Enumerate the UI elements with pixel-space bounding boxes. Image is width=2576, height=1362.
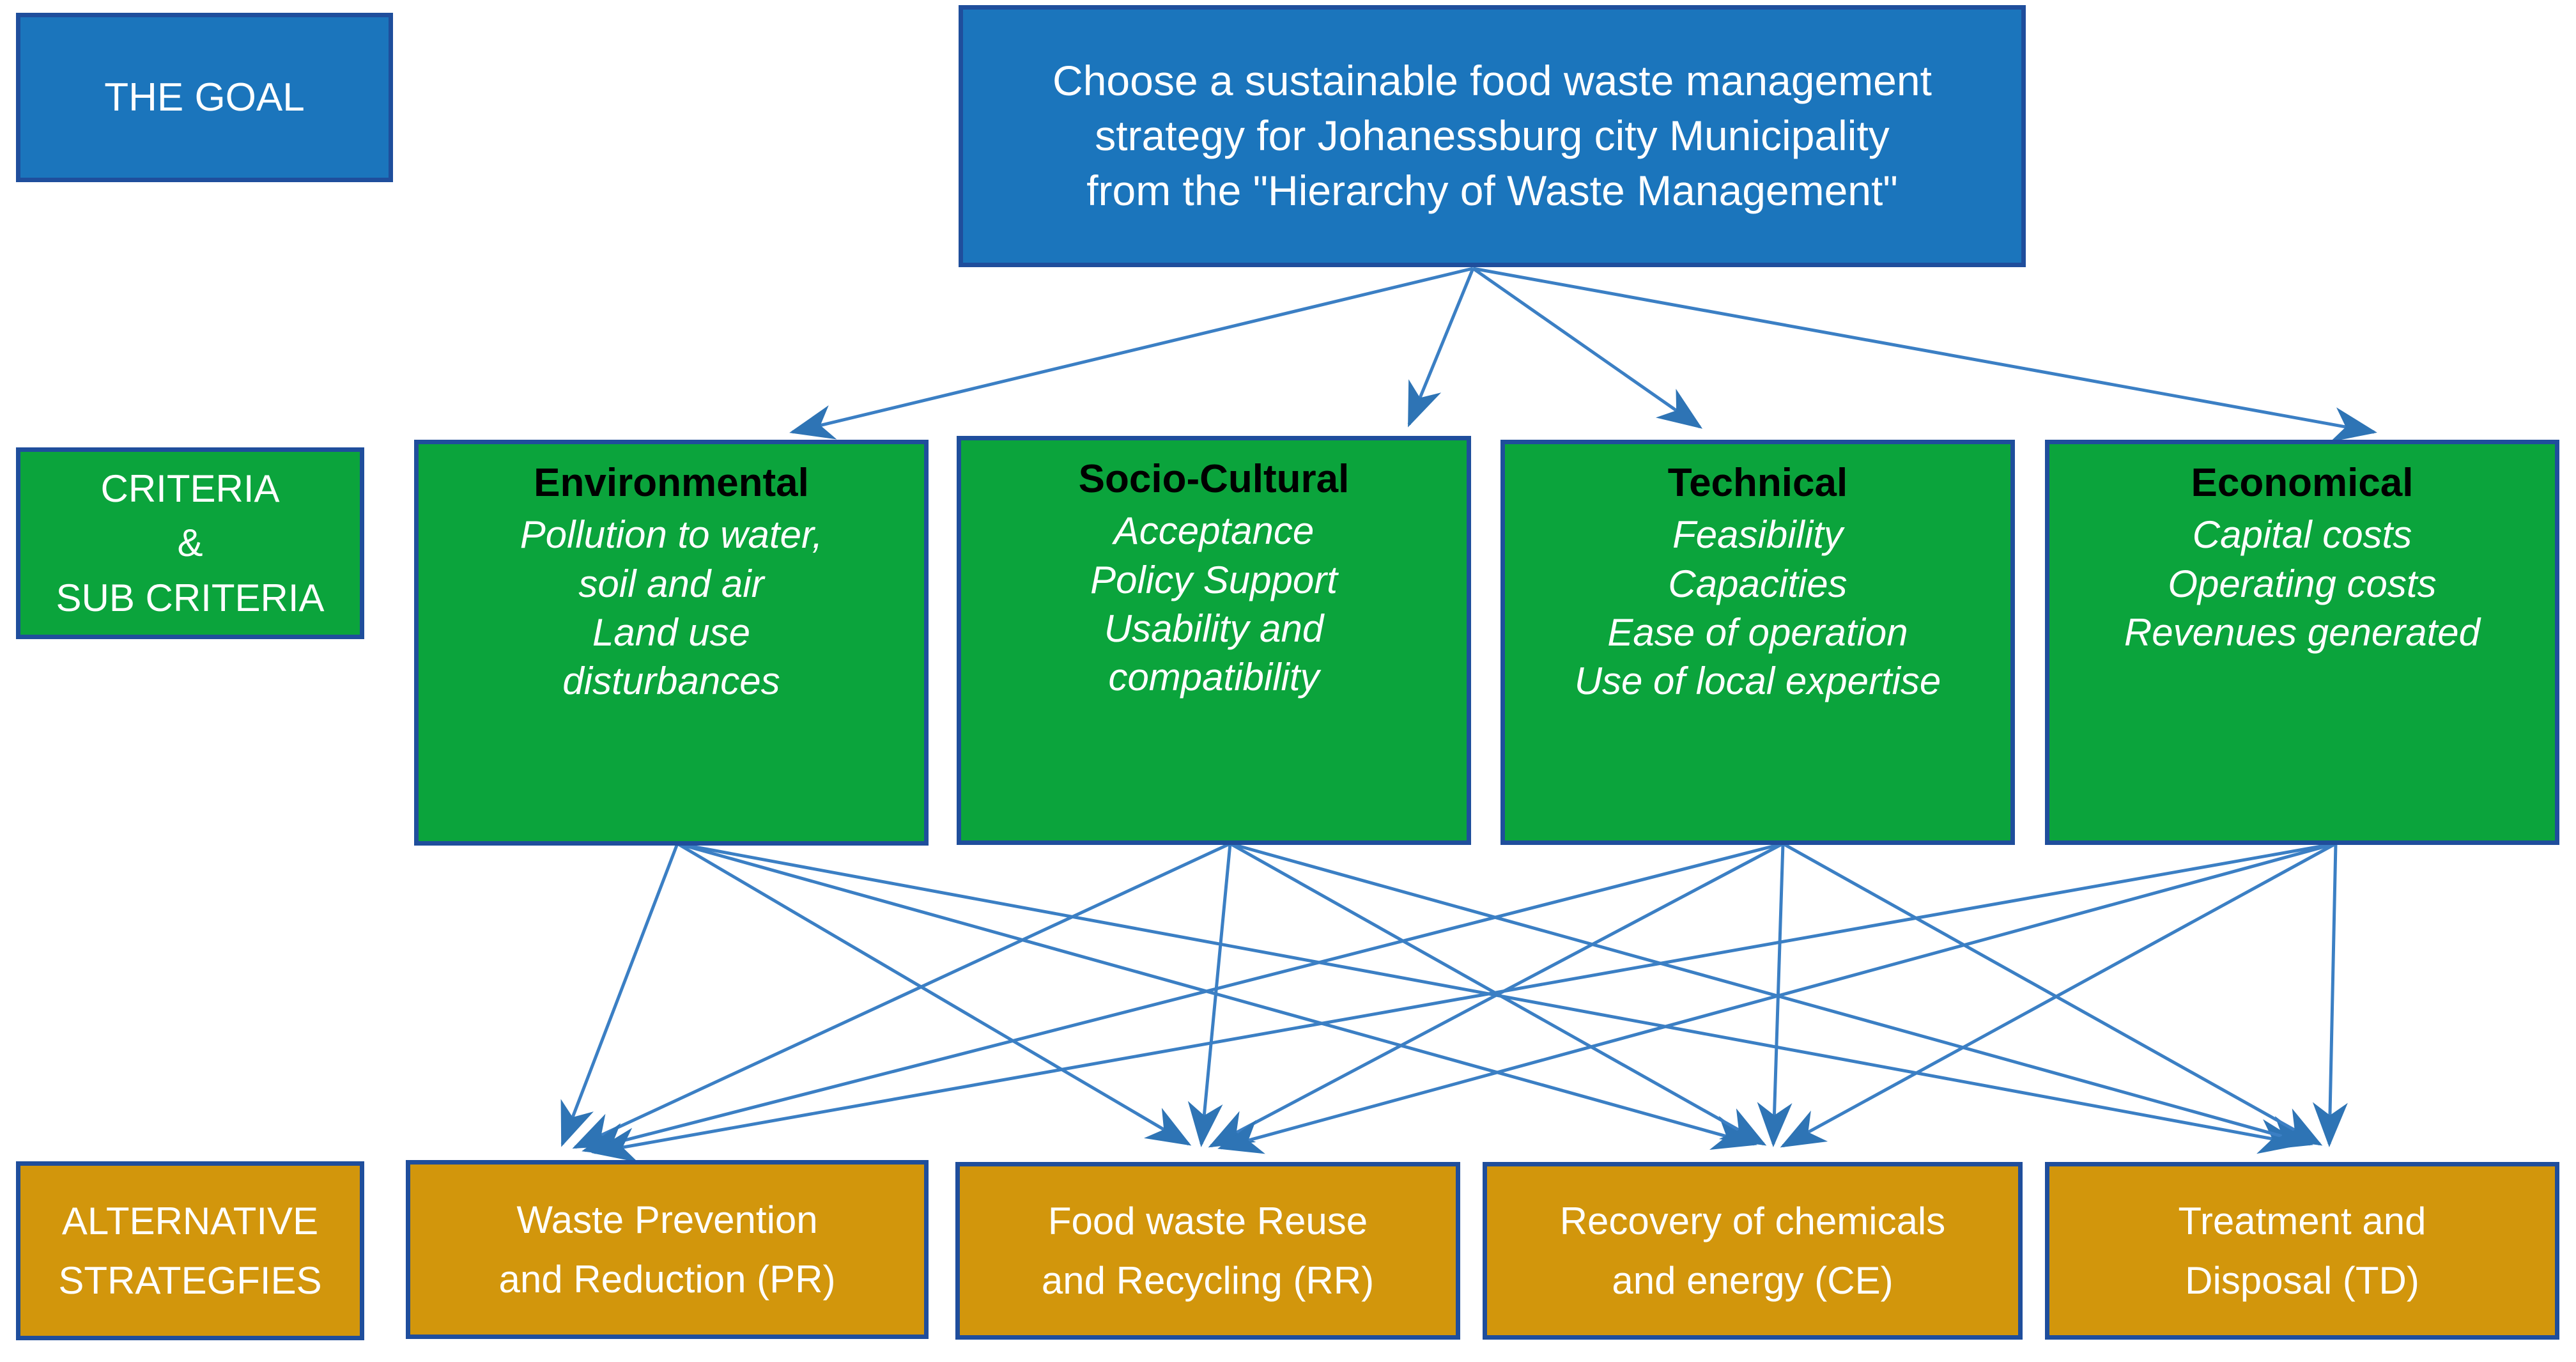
level-label-criteria-line-1: CRITERIA xyxy=(100,467,280,511)
alternative-line-1: Waste Prevention xyxy=(516,1198,818,1241)
subcriteria-line: Operating costs xyxy=(2168,562,2437,605)
level-label-goal: THE GOAL xyxy=(16,13,393,182)
subcriteria-line: Capital costs xyxy=(2192,513,2412,557)
criteria-title-environmental: Environmental xyxy=(534,461,809,505)
subcriteria-line: Policy Support xyxy=(1090,558,1338,601)
criteria-title-economical: Economical xyxy=(2191,461,2414,505)
level-label-alternatives-line-1: ALTERNATIVE xyxy=(61,1200,319,1242)
subcriteria-line: Revenues generated xyxy=(2124,610,2481,654)
goal-line-1: Choose a sustainable food waste manageme… xyxy=(1053,57,1932,105)
subcriteria-line: Feasibility xyxy=(1672,513,1843,557)
alternative-box-td[interactable]: Treatment and Disposal (TD) xyxy=(2045,1162,2559,1340)
criteria-box-environmental[interactable]: Environmental Pollution to water, soil a… xyxy=(414,440,929,846)
alternative-line-1: Treatment and xyxy=(2178,1200,2426,1242)
alternative-line-2: and Reduction (PR) xyxy=(498,1258,836,1301)
subcriteria-line: Acceptance xyxy=(1113,509,1315,553)
alternative-box-ce[interactable]: Recovery of chemicals and energy (CE) xyxy=(1483,1162,2023,1340)
alternative-box-pr[interactable]: Waste Prevention and Reduction (PR) xyxy=(406,1160,929,1339)
subcriteria-line: Ease of operation xyxy=(1607,610,1908,654)
criteria-box-socio-cultural[interactable]: Socio-Cultural Acceptance Policy Support… xyxy=(957,436,1471,845)
subcriteria-line: Land use xyxy=(592,610,750,654)
level-label-criteria: CRITERIA & SUB CRITERIA xyxy=(16,447,364,639)
goal-line-3: from the "Hierarchy of Waste Management" xyxy=(1086,166,1898,214)
subcriteria-line: Pollution to water, xyxy=(520,513,823,557)
criteria-box-technical[interactable]: Technical Feasibility Capacities Ease of… xyxy=(1500,440,2015,845)
level-label-alternatives-line-2: STRATEGFIES xyxy=(58,1259,322,1302)
criteria-title-socio-cultural: Socio-Cultural xyxy=(1078,457,1350,501)
level-label-goal-text: THE GOAL xyxy=(104,75,305,120)
alternative-line-2: Disposal (TD) xyxy=(2185,1259,2419,1302)
level-label-criteria-line-2: & xyxy=(177,522,203,565)
criteria-to-alternatives-arrows xyxy=(560,842,2348,1163)
alternative-line-1: Recovery of chemicals xyxy=(1559,1200,1946,1242)
subcriteria-line: Usability and xyxy=(1104,607,1324,650)
subcriteria-line: Use of local expertise xyxy=(1574,659,1941,702)
subcriteria-line: disturbances xyxy=(562,659,780,702)
goal-line-2: strategy for Johanessburg city Municipal… xyxy=(1095,112,1890,160)
alternative-line-2: and energy (CE) xyxy=(1612,1259,1893,1302)
level-label-criteria-line-3: SUB CRITERIA xyxy=(56,576,325,619)
subcriteria-line: Capacities xyxy=(1668,562,1847,605)
subcriteria-line: compatibility xyxy=(1108,655,1320,699)
alternative-line-1: Food waste Reuse xyxy=(1047,1200,1368,1242)
goal-to-criteria-arrows xyxy=(789,267,2377,442)
criteria-title-technical: Technical xyxy=(1667,461,1848,505)
alternative-box-rr[interactable]: Food waste Reuse and Recycling (RR) xyxy=(955,1162,1460,1340)
criteria-box-economical[interactable]: Economical Capital costs Operating costs… xyxy=(2045,440,2559,845)
subcriteria-line: soil and air xyxy=(578,562,764,605)
level-label-alternatives: ALTERNATIVE STRATEGFIES xyxy=(16,1161,364,1340)
goal-box[interactable]: Choose a sustainable food waste manageme… xyxy=(959,5,2026,267)
alternative-line-2: and Recycling (RR) xyxy=(1041,1259,1375,1302)
